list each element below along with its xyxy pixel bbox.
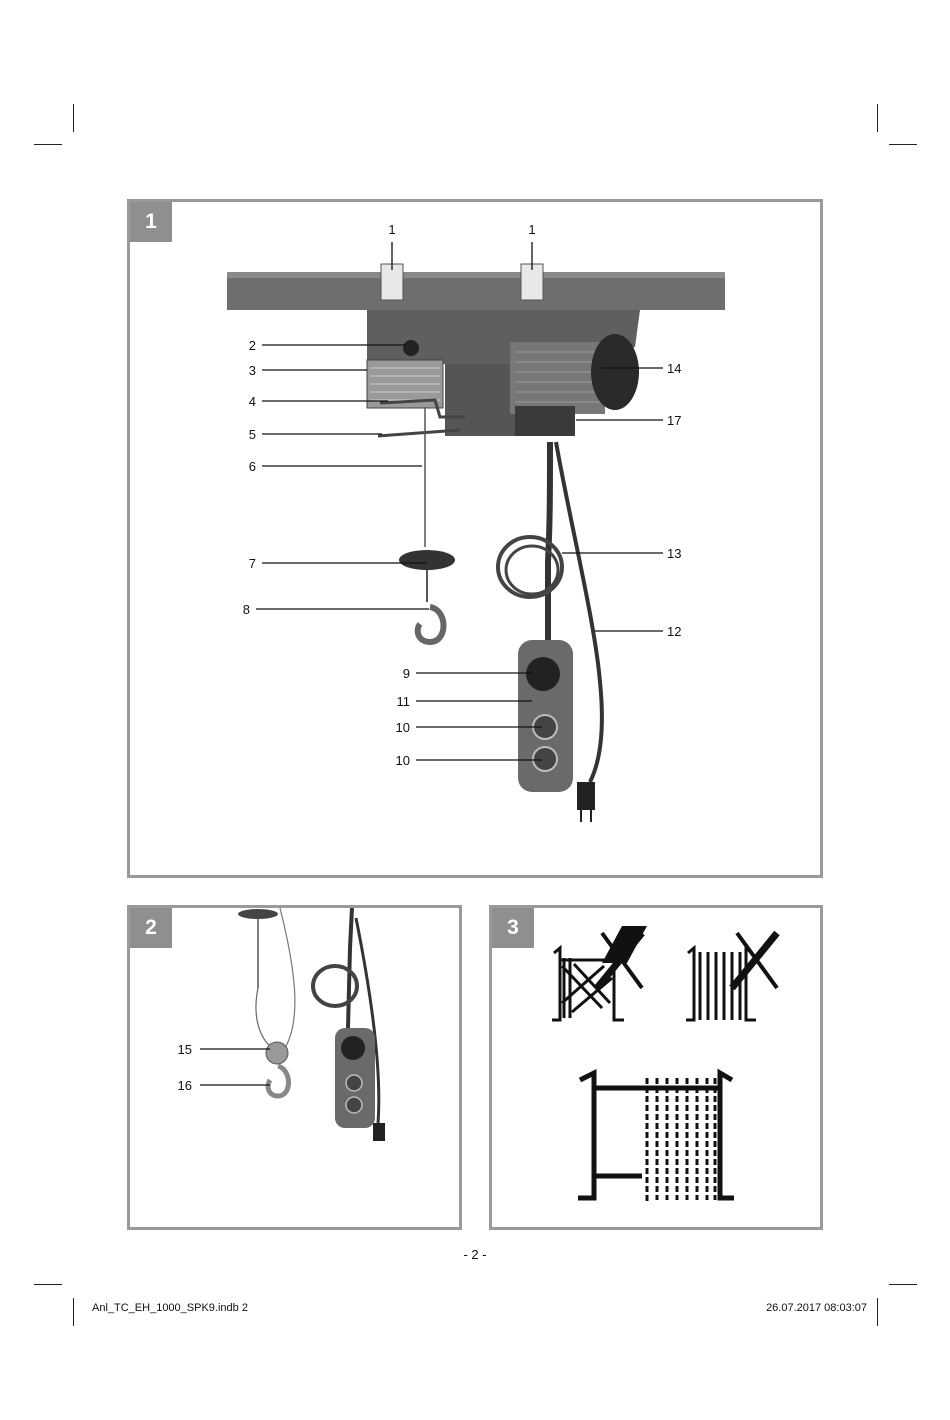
figure-3-number: 3 — [492, 908, 534, 948]
footer-file-name: Anl_TC_EH_1000_SPK9.indb 2 — [92, 1302, 248, 1314]
figure-1-number: 1 — [130, 202, 172, 242]
footer-date-time: 26.07.2017 08:03:07 — [766, 1302, 867, 1314]
callout-label: 16 — [178, 1078, 192, 1093]
figure-1-illustration: 1 1 2 3 4 5 6 7 8 9 11 10 10 14 17 13 12 — [227, 222, 725, 822]
crop-mark — [877, 1298, 878, 1326]
callout-label: 13 — [667, 546, 681, 561]
callout-label: 5 — [249, 427, 256, 442]
callout-label: 11 — [397, 694, 411, 709]
callout-label: 9 — [403, 666, 410, 681]
callout-label: 10 — [396, 720, 410, 735]
callout-label: 12 — [667, 624, 681, 639]
callout-label: 1 — [388, 222, 395, 237]
crop-mark — [889, 144, 917, 145]
page-number: - 2 - — [463, 1247, 487, 1262]
crop-mark — [34, 1284, 62, 1285]
figure-2-panel: 2 15 16 — [127, 905, 462, 1230]
callout-label: 2 — [249, 338, 256, 353]
callout-label: 1 — [528, 222, 535, 237]
crop-mark — [877, 104, 878, 132]
figure-3-panel: 3 — [489, 905, 823, 1230]
crop-mark — [34, 144, 62, 145]
figure-3-illustration — [552, 926, 780, 1203]
figure-2-number: 2 — [130, 908, 172, 948]
callout-label: 6 — [249, 459, 256, 474]
callout-label: 3 — [249, 363, 256, 378]
figure-2-illustration: 15 16 — [178, 908, 385, 1141]
callout-label: 14 — [667, 361, 681, 376]
callout-label: 8 — [243, 602, 250, 617]
crop-mark — [73, 1298, 74, 1326]
callout-label: 10 — [396, 753, 410, 768]
callout-label: 17 — [667, 413, 681, 428]
crop-mark — [889, 1284, 917, 1285]
callout-label: 7 — [249, 556, 256, 571]
callout-label: 15 — [178, 1042, 192, 1057]
crop-mark — [73, 104, 74, 132]
figure-1-panel: 1 — [127, 199, 823, 878]
callout-label: 4 — [249, 394, 256, 409]
